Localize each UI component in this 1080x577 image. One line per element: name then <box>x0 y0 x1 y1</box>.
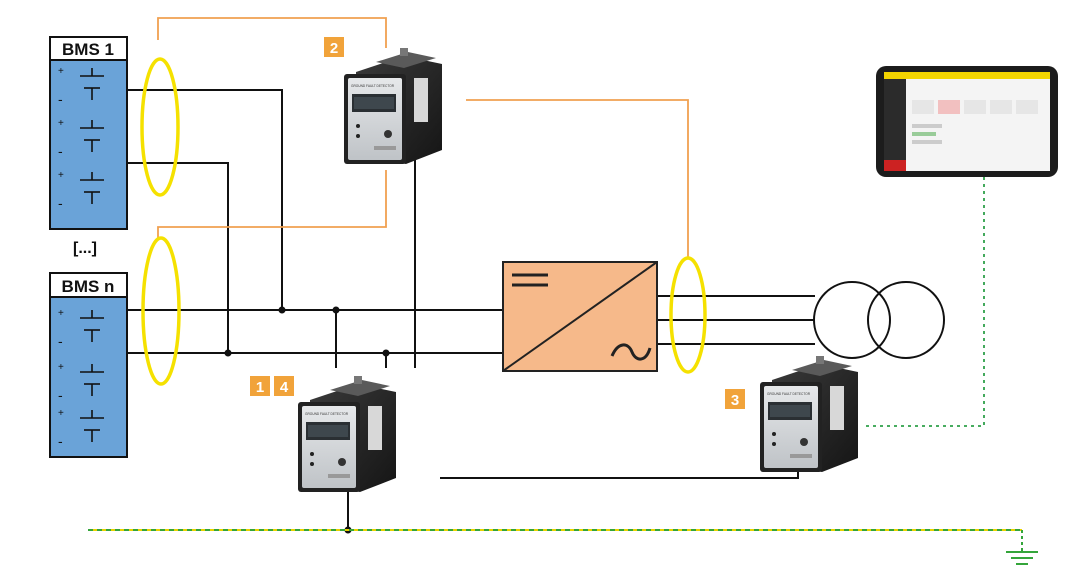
inverter <box>502 261 658 372</box>
sensor-ring-ac <box>669 256 707 374</box>
battery-n-header <box>49 272 128 298</box>
earth-line <box>88 529 1023 552</box>
svg-text:-: - <box>58 91 63 107</box>
svg-text:+: + <box>58 66 64 77</box>
svg-text:-: - <box>58 195 63 211</box>
monitoring-tablet-icon <box>876 66 1058 177</box>
svg-text:+: + <box>58 408 64 419</box>
junction-dots <box>224 306 390 534</box>
earth-ground-icon <box>1006 551 1038 565</box>
battery-stack-1 <box>49 36 128 230</box>
svg-text:-: - <box>58 333 63 349</box>
wiring <box>127 17 985 530</box>
svg-text:+: + <box>58 362 64 373</box>
marker-3 <box>725 389 745 409</box>
svg-text:+: + <box>58 308 64 319</box>
marker-3-label: 3 <box>731 392 739 409</box>
svg-text:+: + <box>58 118 64 129</box>
transformer-icon <box>813 281 945 359</box>
ac-sine-icon <box>610 343 652 361</box>
marker-1-label: 1 <box>256 379 264 396</box>
sensor-ring-bms1 <box>140 57 180 197</box>
svg-text:+: + <box>58 170 64 181</box>
marker-4-label: 4 <box>280 379 289 396</box>
battery-n-label: BMS n <box>62 277 115 296</box>
cell-signs: + - + - + - + - + - + - <box>58 66 64 449</box>
battery-1-cells <box>80 68 104 204</box>
battery-n-cells <box>80 310 104 442</box>
svg-text:-: - <box>58 143 63 159</box>
svg-text:-: - <box>58 387 63 403</box>
marker-4 <box>274 376 294 396</box>
battery-1-label: BMS 1 <box>62 40 114 59</box>
ground-fault-detector-2 <box>344 48 442 164</box>
marker-1 <box>250 376 270 396</box>
ground-fault-detector-3 <box>760 356 858 472</box>
sensor-rings <box>140 57 707 386</box>
ground-fault-detector-14 <box>298 376 396 492</box>
sensor-ring-bmsn <box>141 236 181 386</box>
svg-text:-: - <box>58 433 63 449</box>
marker-2 <box>324 37 344 57</box>
battery-ellipsis: [...] <box>73 240 97 257</box>
marker-2-label: 2 <box>330 40 338 57</box>
battery-stack-n <box>49 272 128 458</box>
